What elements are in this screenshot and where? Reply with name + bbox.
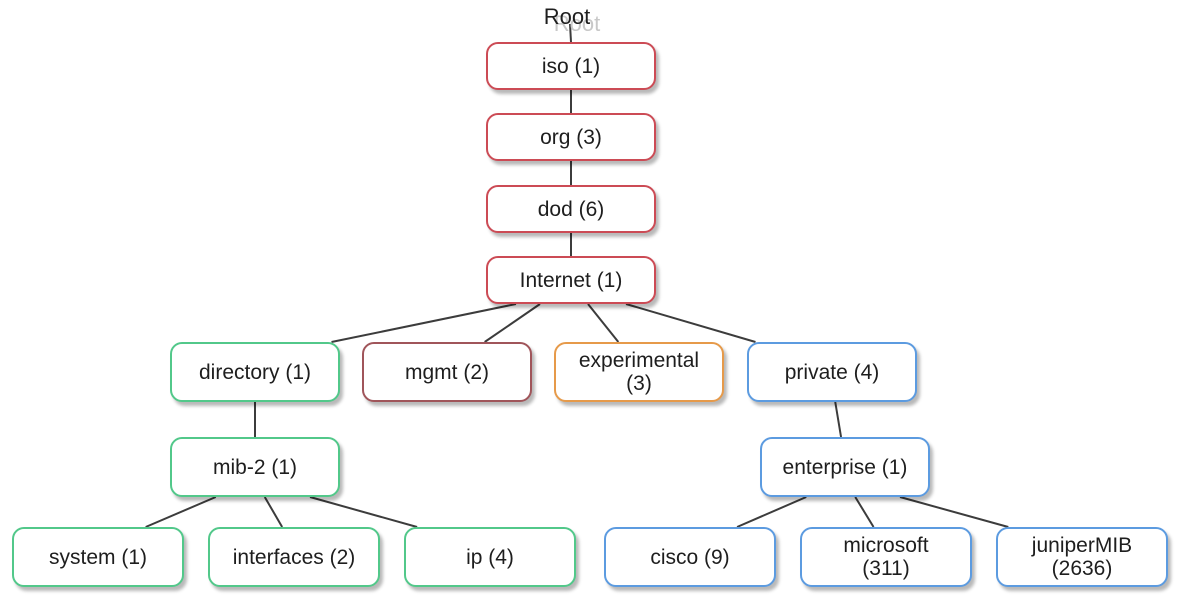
edge-enterprise-juniper (899, 496, 1009, 528)
edge-internet-directory (331, 303, 517, 343)
node-cisco[interactable]: cisco (9) (604, 527, 776, 587)
node-org[interactable]: org (3) (486, 113, 656, 161)
edge-internet-experimental (587, 303, 620, 343)
node-interfaces[interactable]: interfaces (2) (208, 527, 380, 587)
edge-private-enterprise (834, 401, 843, 438)
root-label: Root (543, 4, 591, 29)
edge-mib2-ip (309, 496, 418, 528)
node-directory[interactable]: directory (1) (170, 342, 340, 402)
root-label-ghost: Root (553, 11, 601, 36)
node-ip[interactable]: ip (4) (404, 527, 576, 587)
node-mib-2[interactable]: mib-2 (1) (170, 437, 340, 497)
node-enterprise[interactable]: enterprise (1) (760, 437, 930, 497)
node-dod[interactable]: dod (6) (486, 185, 656, 233)
node-microsoft[interactable]: microsoft (311) (800, 527, 972, 587)
edge-internet-private (625, 303, 756, 343)
node-experimental[interactable]: experimental (3) (554, 342, 724, 402)
edge-enterprise-cisco (736, 496, 807, 528)
node-mgmt[interactable]: mgmt (2) (362, 342, 532, 402)
node-junipermib[interactable]: juniperMIB (2636) (996, 527, 1168, 587)
node-private[interactable]: private (4) (747, 342, 917, 402)
node-system[interactable]: system (1) (12, 527, 184, 587)
edge-mib2-system (145, 496, 217, 528)
edge-root-iso (569, 23, 572, 43)
edge-internet-mgmt (484, 303, 541, 343)
node-internet[interactable]: Internet (1) (486, 256, 656, 304)
edge-mib2-interfaces (263, 496, 284, 528)
node-iso[interactable]: iso (1) (486, 42, 656, 90)
edge-enterprise-microsoft (854, 496, 875, 528)
